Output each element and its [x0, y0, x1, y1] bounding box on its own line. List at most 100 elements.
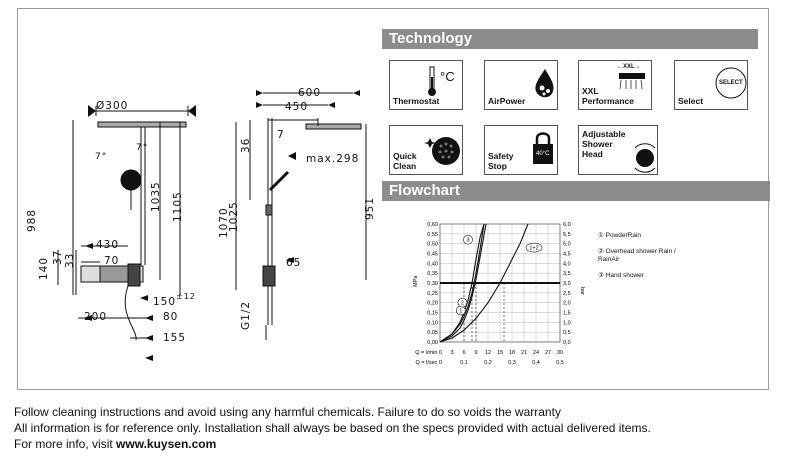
xxl-head-icon	[619, 73, 645, 90]
y-tick-mpa: 0,20	[427, 301, 438, 307]
curve-label: 1+2	[529, 246, 538, 252]
dim-head-diameter: Ø300	[96, 100, 129, 112]
dim-65: 65	[286, 257, 302, 269]
legend-item-1: ① PowderRain	[598, 232, 642, 239]
y-tick-mpa: 0,00	[427, 340, 438, 346]
y-tick-bar: 4,5	[563, 252, 571, 258]
y-tick-bar: 6,0	[563, 222, 571, 228]
xxl-glyph: ←XXL→	[617, 64, 641, 70]
x-tick-lmin: 24	[533, 350, 539, 356]
legend-item-3: ③ Hand shower	[598, 272, 644, 279]
tile-safety-stop: 40°C Safety Stop	[484, 125, 558, 175]
y-tick-mpa: 0,10	[427, 320, 438, 326]
tile-quick-clean-label: Quick Clean	[393, 151, 417, 171]
dim-angle-left: 7°	[95, 152, 108, 162]
curve-label-badge	[457, 297, 468, 308]
x-tick-lmin: 6	[462, 350, 465, 356]
tile-thermostat-label: Thermostat	[393, 96, 440, 106]
x-row2-label: Q = l/sec 0	[416, 360, 442, 366]
tile-airpower-label: AirPower	[488, 96, 526, 106]
y-tick-bar: 3,0	[563, 281, 571, 287]
tile-xxl-label: XXL Performance	[582, 86, 634, 106]
footer-line-1: Follow cleaning instructions and avoid u…	[14, 405, 561, 419]
thermometer-icon	[428, 66, 436, 96]
tile-airpower: AirPower	[484, 60, 558, 110]
flow-chart: 0,60 0,55 0,50 0,45 0,40 0,35 0,30 0,25 0,20 0,15…	[413, 222, 585, 366]
dim-430: 430	[96, 239, 120, 251]
y-tick-mpa: 0,60	[427, 222, 438, 228]
dim-33: 33	[64, 252, 76, 268]
dim-tolerance: ±12	[176, 292, 196, 301]
y-unit-bar: bar	[579, 287, 585, 295]
x-tick-lmin: 15	[497, 350, 503, 356]
tile-adjustable-label: Adjustable Shower Head	[582, 129, 626, 159]
safety-lock-icon	[533, 132, 553, 164]
y-tick-bar: 5,5	[563, 232, 571, 238]
thermostat-glyph: °C	[440, 69, 455, 84]
dim-1105: 1105	[172, 191, 184, 222]
y-tick-bar: 1,5	[563, 311, 571, 317]
dim-36: 36	[240, 137, 252, 153]
x-tick-lmin: 3	[450, 350, 453, 356]
x-tick-lsec: 0,4	[532, 360, 540, 366]
y-unit-mpa: MPa	[413, 275, 419, 287]
y-tick-bar: 0,5	[563, 330, 571, 336]
tile-adjustable-head: Adjustable Shower Head	[578, 125, 658, 175]
dim-7: 7	[277, 129, 285, 141]
tile-thermostat: °C Thermostat	[389, 60, 463, 110]
curve-label: 1	[459, 309, 462, 315]
technical-drawing	[57, 90, 367, 361]
dim-1025: 1025	[228, 201, 240, 232]
y-tick-mpa: 0,50	[427, 242, 438, 248]
dim-70: 70	[104, 255, 120, 267]
x-tick-lmin: 12	[485, 350, 491, 356]
tile-quick-clean: Quick Clean	[389, 125, 463, 175]
tile-xxl-performance: ←XXL→ XXL Performance	[578, 60, 652, 110]
y-tick-mpa: 0,05	[427, 330, 438, 336]
dim-450: 450	[285, 101, 309, 113]
quick-clean-icon	[424, 137, 460, 165]
website-link[interactable]: www.kuysen.com	[116, 437, 217, 451]
x-tick-lmin: 9	[474, 350, 477, 356]
y-tick-mpa: 0,45	[427, 252, 438, 258]
curve-label-badge	[525, 242, 543, 253]
dim-988: 988	[26, 208, 38, 232]
dim-max298: max.298	[306, 153, 360, 165]
air-drop-icon	[535, 69, 554, 98]
x-tick-lmin: 18	[509, 350, 515, 356]
y-tick-mpa: 0,30	[427, 281, 438, 287]
x-tick-lsec: 0,5	[556, 360, 564, 366]
dim-1035: 1035	[150, 181, 162, 212]
dim-37: 37	[52, 249, 64, 265]
y-tick-mpa: 0,15	[427, 311, 438, 317]
dim-140: 140	[38, 256, 50, 280]
select-button-icon	[715, 67, 747, 99]
curve-label: 2	[461, 301, 464, 307]
dim-600: 600	[298, 87, 322, 99]
technology-heading: Technology	[382, 29, 758, 49]
flowchart-heading: Flowchart	[382, 181, 770, 201]
dim-951: 951	[364, 196, 376, 220]
y-tick-mpa: 0,40	[427, 261, 438, 267]
y-tick-bar: 3,5	[563, 271, 571, 277]
x-tick-lsec: 0,2	[484, 360, 492, 366]
tile-select: SELECT Select	[674, 60, 748, 110]
footer-line-2: All information is for reference only. I…	[14, 421, 651, 435]
footer-line-3: For more info, visit www.kuysen.com	[14, 436, 216, 452]
y-tick-mpa: 0,35	[427, 271, 438, 277]
chart-legend: ① PowderRain ② Overhead shower Rain / Ra…	[598, 224, 698, 288]
dim-150: 150	[153, 296, 177, 308]
select-glyph: SELECT	[719, 80, 743, 86]
dim-thread: G1/2	[240, 300, 252, 330]
y-tick-bar: 0,0	[563, 340, 571, 346]
y-tick-bar: 5,0	[563, 242, 571, 248]
y-tick-mpa: 0,25	[427, 291, 438, 297]
y-tick-mpa: 0,55	[427, 232, 438, 238]
series-line-2	[439, 223, 487, 343]
y-tick-bar: 1,0	[563, 320, 571, 326]
x-tick-lmin: 30	[557, 350, 563, 356]
adjustable-head-icon	[634, 143, 656, 173]
dim-angle-right: 7°	[136, 143, 149, 153]
tile-safety-label: Safety Stop	[488, 151, 514, 171]
safety-glyph: 40°C	[536, 151, 550, 157]
